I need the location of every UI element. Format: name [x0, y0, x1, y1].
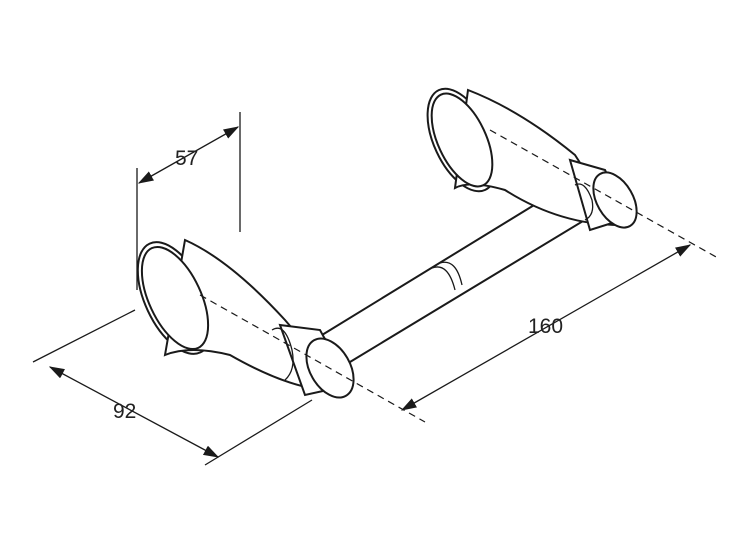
dimension-160: 160: [400, 244, 692, 411]
dimension-label-57: 57: [175, 147, 198, 170]
right-axis-line: [489, 129, 719, 259]
left-bracket: [136, 238, 355, 399]
dimension-label-160: 160: [528, 315, 563, 338]
dimension-57: 57: [136, 112, 241, 290]
dimension-label-92: 92: [113, 400, 136, 423]
dimension-92: 92: [32, 309, 313, 466]
right-bracket: [426, 87, 638, 232]
